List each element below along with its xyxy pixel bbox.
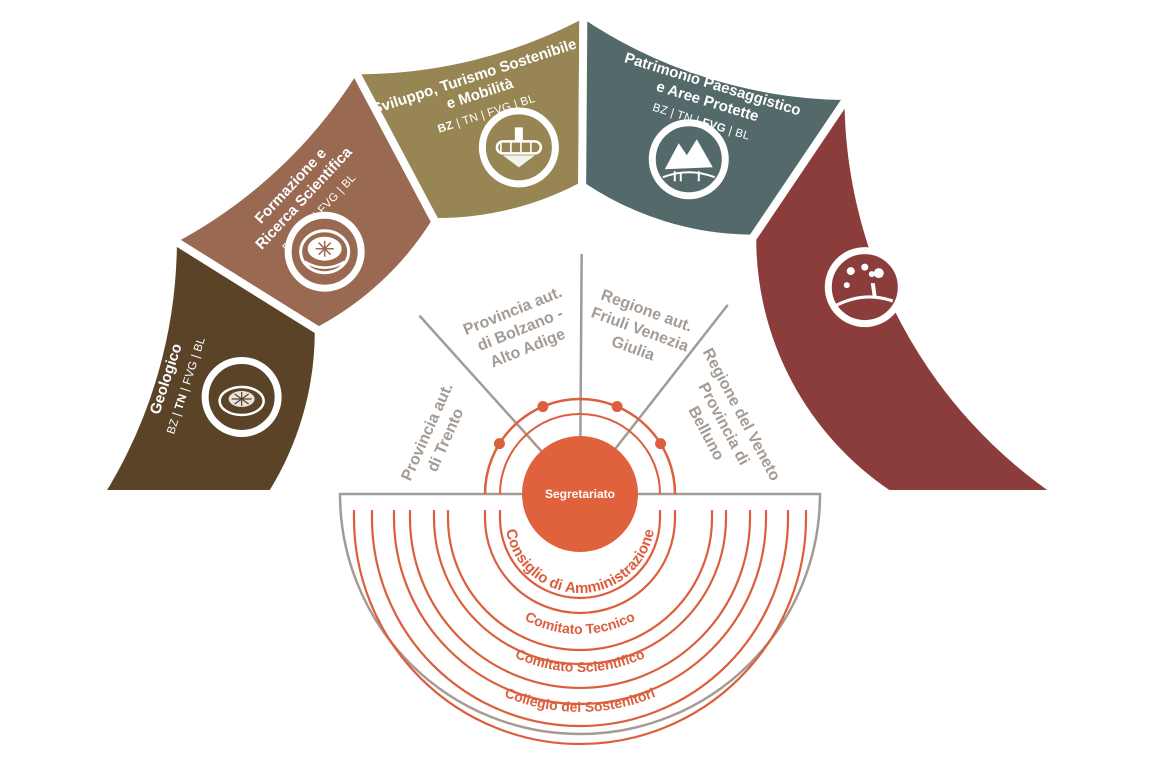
member-divider (579, 253, 583, 439)
governance-ring (483, 510, 677, 615)
core-orbit-outer (483, 397, 677, 495)
governance-ring (352, 510, 808, 746)
governance-ring (432, 510, 728, 666)
governance-ring-inner (446, 510, 714, 652)
governance-ring-inner (498, 510, 662, 600)
cable-car-icon (478, 107, 559, 188)
orbit-node (655, 438, 667, 450)
orbit-node (611, 401, 623, 413)
governance-ring-inner (408, 510, 752, 690)
hiker-stars-icon (824, 247, 905, 328)
member-divider (613, 304, 729, 451)
segretariato-circle (522, 436, 638, 552)
mountain-icon (648, 119, 729, 200)
compass-icon (284, 211, 365, 292)
sector-promozione (748, 82, 1074, 498)
member-divider (418, 314, 544, 454)
orbit-node (537, 401, 549, 413)
orbit-node (493, 438, 505, 450)
governance-ring (392, 510, 768, 706)
member-trento: Provincia aut.di Trento (399, 381, 468, 484)
governance-ring-inner (370, 510, 790, 728)
segretariato-label: Segretariato (545, 487, 615, 501)
geode-icon (201, 356, 282, 437)
core-orbit-inner (499, 413, 661, 495)
member-bolzano: Provincia aut.di Bolzano -Alto Adige (461, 284, 568, 371)
secretariat-core: Segretariato (522, 436, 638, 552)
